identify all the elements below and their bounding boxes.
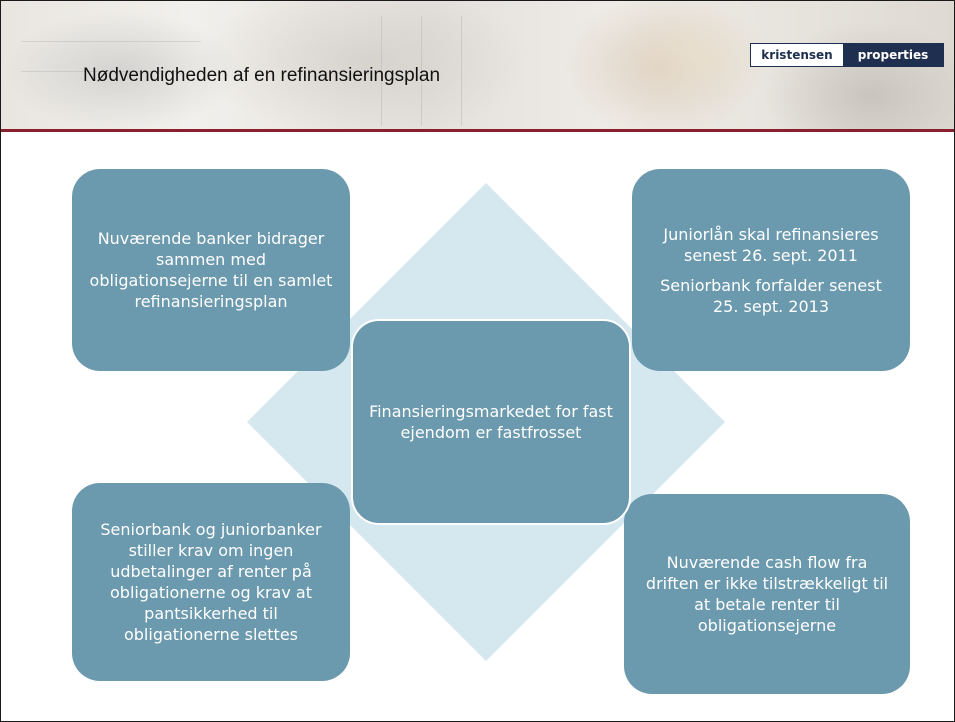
box-financing-market: Finansieringsmarkedet for fast ejendom e…	[351, 319, 631, 525]
company-logo: kristensen properties	[750, 43, 944, 67]
box-financing-market-text: Finansieringsmarkedet for fast ejendom e…	[369, 402, 613, 442]
box-current-banks: Nuværende banker bidrager sammen med obl…	[72, 169, 350, 371]
logo-text-properties: properties	[843, 44, 943, 66]
box-refinancing-deadlines: Juniorlån skal refinansieres senest 26. …	[632, 169, 910, 371]
box-bank-requirements: Seniorbank og juniorbanker stiller krav …	[72, 483, 350, 681]
box-current-banks-text: Nuværende banker bidrager sammen med obl…	[89, 229, 333, 311]
box-junior-loan-text: Juniorlån skal refinansieres senest 26. …	[663, 224, 879, 265]
logo-text-kristensen: kristensen	[751, 44, 843, 66]
box-cash-flow-text: Nuværende cash flow fra driften er ikke …	[645, 553, 889, 635]
slide-title: Nødvendigheden af en refinansieringsplan	[83, 65, 441, 86]
header-banner-image	[1, 1, 954, 131]
box-senior-bank-text: Seniorbank forfalder senest 25. sept. 20…	[660, 275, 882, 316]
title-divider	[1, 129, 954, 132]
box-cash-flow: Nuværende cash flow fra driften er ikke …	[624, 494, 910, 694]
box-bank-requirements-text: Seniorbank og juniorbanker stiller krav …	[100, 520, 322, 644]
